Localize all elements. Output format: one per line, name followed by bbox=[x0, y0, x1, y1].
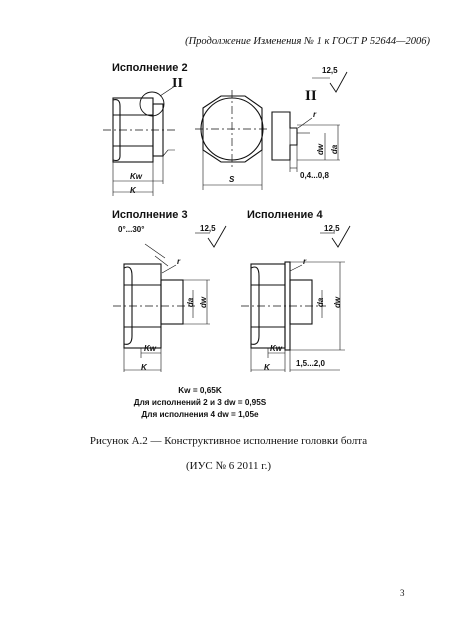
figure-caption: Рисунок А.2 — Конструктивное исполнение … bbox=[89, 435, 368, 447]
radius-label-v4: r bbox=[303, 257, 307, 266]
formula-line-1: Kw = 0,65K bbox=[178, 386, 222, 395]
kw-dimension-label-v4: Kw bbox=[270, 344, 282, 353]
roughness-value-2: 12,5 bbox=[200, 224, 216, 233]
roughness-value-3: 12,5 bbox=[324, 224, 340, 233]
da-label-ii: da bbox=[330, 144, 340, 155]
roughness-mark-2 bbox=[207, 225, 227, 248]
variant-4-title: Исполнение 4 bbox=[247, 209, 323, 221]
variant-2-title: Исполнение 2 bbox=[112, 62, 188, 74]
formula-line-3: Для исполнения 4 dw = 1,05e bbox=[141, 410, 259, 419]
variant-3-side-view bbox=[113, 243, 210, 372]
s-dimension-label: S bbox=[229, 175, 235, 184]
amendment-note: (ИУС № 6 2011 г.) bbox=[185, 460, 271, 472]
radius-label-v3: r bbox=[177, 257, 181, 266]
variant-2-side-view bbox=[103, 91, 178, 196]
range-label-ii: 0,4...0,8 bbox=[300, 171, 329, 180]
k-dimension-label-v3: K bbox=[141, 363, 147, 372]
range-label-v4: 1,5...2,0 bbox=[296, 359, 325, 368]
dw-label-v3: dw bbox=[199, 296, 209, 309]
variant-3-title: Исполнение 3 bbox=[112, 209, 188, 221]
kw-dimension-label-v3: Kw bbox=[144, 344, 156, 353]
k-dimension-label-v2: K bbox=[130, 186, 136, 195]
variant-4-side-view bbox=[241, 261, 345, 372]
da-label-v3: da bbox=[186, 297, 196, 308]
page-number: 3 bbox=[400, 588, 405, 598]
roughness-value-1: 12,5 bbox=[322, 66, 338, 75]
da-label-v4: da bbox=[316, 297, 326, 308]
detail-mark-title: II bbox=[305, 88, 317, 104]
k-dimension-label-v4: K bbox=[264, 363, 270, 372]
radius-label-ii: r bbox=[313, 110, 317, 119]
page-header: (Продолжение Изменения № 1 к ГОСТ Р 5264… bbox=[185, 36, 430, 47]
angle-label: 0°...30° bbox=[118, 225, 145, 234]
roughness-mark-3 bbox=[331, 225, 351, 248]
variant-2-hex-view bbox=[195, 90, 270, 190]
roughness-mark-1 bbox=[329, 71, 348, 93]
detail-ii-view bbox=[271, 111, 340, 172]
kw-dimension-label-v2: Kw bbox=[130, 172, 142, 181]
dw-label-ii: dw bbox=[316, 143, 326, 156]
dw-label-v4: dw bbox=[333, 296, 343, 309]
detail-mark-label: II bbox=[172, 76, 183, 91]
formula-line-2: Для исполнений 2 и 3 dw = 0,95S bbox=[133, 398, 267, 407]
formulas-block: Kw = 0,65K Для исполнений 2 и 3 dw = 0,9… bbox=[100, 385, 300, 421]
